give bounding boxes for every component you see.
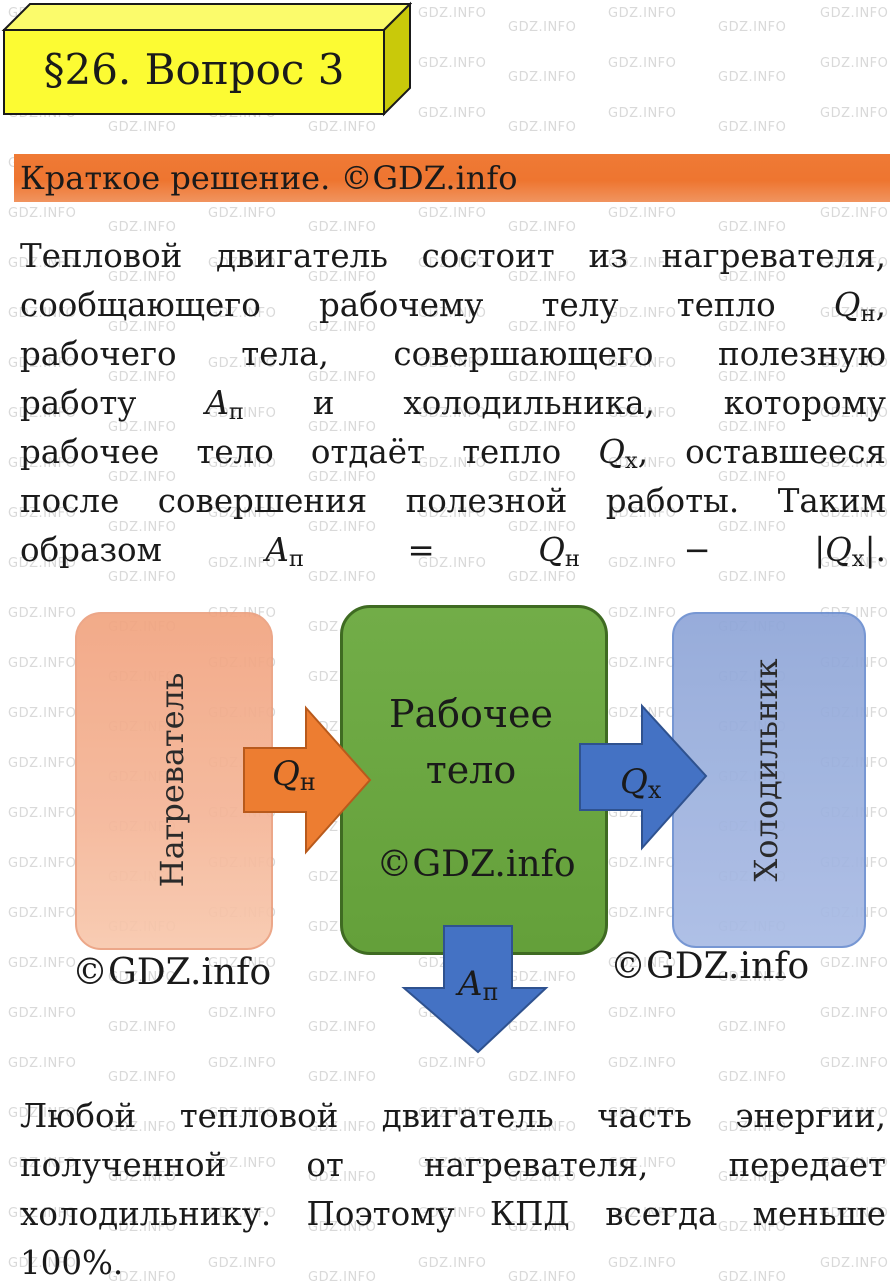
working-body-label: Рабочее тело: [388, 692, 554, 792]
formula-Qx: Qх: [598, 433, 638, 474]
heater-box: [75, 612, 273, 950]
p2-line-2: полученной от нагревателя, передает: [20, 1146, 886, 1184]
watermark-text: GDZ.INFO: [418, 206, 487, 221]
watermark-text: GDZ.INFO: [718, 70, 787, 85]
p2-line-1: Любой тепловой двигатель часть энергии,: [20, 1097, 886, 1135]
section-header: Краткое решение. ©GDZ.info: [20, 159, 518, 197]
formula-Qh: Qн,: [833, 286, 886, 327]
p1-line-2: сообщающего рабочему телу тепло Qн,: [20, 281, 886, 330]
formula-efficiency: Aп = Qн − |Qх|.: [265, 531, 886, 572]
page-title: §26. Вопрос 3: [43, 45, 345, 94]
paragraph-1: Тепловой двигатель состоит из нагревател…: [20, 232, 886, 575]
arrow-Qx: [579, 703, 708, 851]
p1-line-5: рабочее тело отдаёт тепло Qх, оставшееся: [20, 433, 886, 474]
watermark-text: GDZ.INFO: [718, 120, 787, 135]
title-box: §26. Вопрос 3: [0, 0, 413, 118]
watermark-text: GDZ.INFO: [608, 106, 677, 121]
watermark-text: GDZ.INFO: [608, 206, 677, 221]
watermark-text: GDZ.INFO: [418, 106, 487, 121]
cooler-label: Холодильник: [747, 658, 785, 882]
watermark-text: GDZ.INFO: [608, 56, 677, 71]
watermark-text: GDZ.INFO: [718, 20, 787, 35]
formula-Ap: Aп: [205, 384, 244, 425]
watermark-text: GDZ.INFO: [820, 206, 889, 221]
watermark-text: GDZ.INFO: [8, 206, 77, 221]
paragraph-2: Любой тепловой двигатель часть энергии, …: [20, 1092, 886, 1288]
p1-line-1: Тепловой двигатель состоит из нагревател…: [20, 237, 886, 275]
arrow-Ap: [401, 925, 549, 1054]
watermark-text: GDZ.INFO: [308, 120, 377, 135]
watermark-text: GDZ.INFO: [508, 20, 577, 35]
diagram-copyright-center: ©GDZ.info: [376, 844, 576, 885]
p1-line-3: рабочего тела, совершающего полезную: [20, 335, 886, 373]
watermark-text: GDZ.INFO: [208, 206, 277, 221]
heat-engine-diagram: Нагреватель Холодильник Рабочее тело Qн …: [0, 600, 890, 1070]
watermark-text: GDZ.INFO: [418, 56, 487, 71]
watermark-text: GDZ.INFO: [820, 106, 889, 121]
p1-line-6: после совершения полезной работы. Таким: [20, 482, 886, 520]
watermark-text: GDZ.INFO: [508, 120, 577, 135]
p1-line-4: работу Aп и холодильника, которому: [20, 379, 886, 428]
diagram-arrows: [243, 703, 708, 1054]
heater-label: Нагреватель: [153, 672, 191, 888]
watermark-text: GDZ.INFO: [508, 70, 577, 85]
watermark-text: GDZ.INFO: [608, 6, 677, 21]
arrow-Ap-label: Aп: [458, 964, 499, 1007]
watermark-text: GDZ.INFO: [820, 6, 889, 21]
watermark-text: GDZ.INFO: [108, 120, 177, 135]
p2-line-4: 100%.: [20, 1244, 124, 1282]
p2-line-3: холодильнику. Поэтому КПД всегда меньше: [20, 1195, 886, 1233]
title-box-shape: [1, 1, 413, 117]
p1-line-7: образом Aп = Qн − |Qх|.: [20, 531, 886, 572]
watermark-text: GDZ.INFO: [308, 1070, 377, 1085]
watermark-text: GDZ.INFO: [418, 6, 487, 21]
diagram-copyright-left: ©GDZ.info: [72, 952, 272, 993]
diagram-copyright-right: ©GDZ.info: [610, 946, 810, 987]
working-body-box: [340, 605, 608, 955]
arrow-Qx-label: Qх: [620, 762, 662, 805]
watermark-text: GDZ.INFO: [820, 56, 889, 71]
cooler-box: [672, 612, 866, 948]
section-header-bar: [14, 154, 890, 202]
arrow-Qh: [243, 705, 372, 855]
arrow-Qh-label: Qн: [272, 754, 316, 797]
watermark-text: GDZ.INFO: [108, 1070, 177, 1085]
watermark-text: GDZ.INFO: [718, 1070, 787, 1085]
watermark-text: GDZ.INFO: [508, 1070, 577, 1085]
